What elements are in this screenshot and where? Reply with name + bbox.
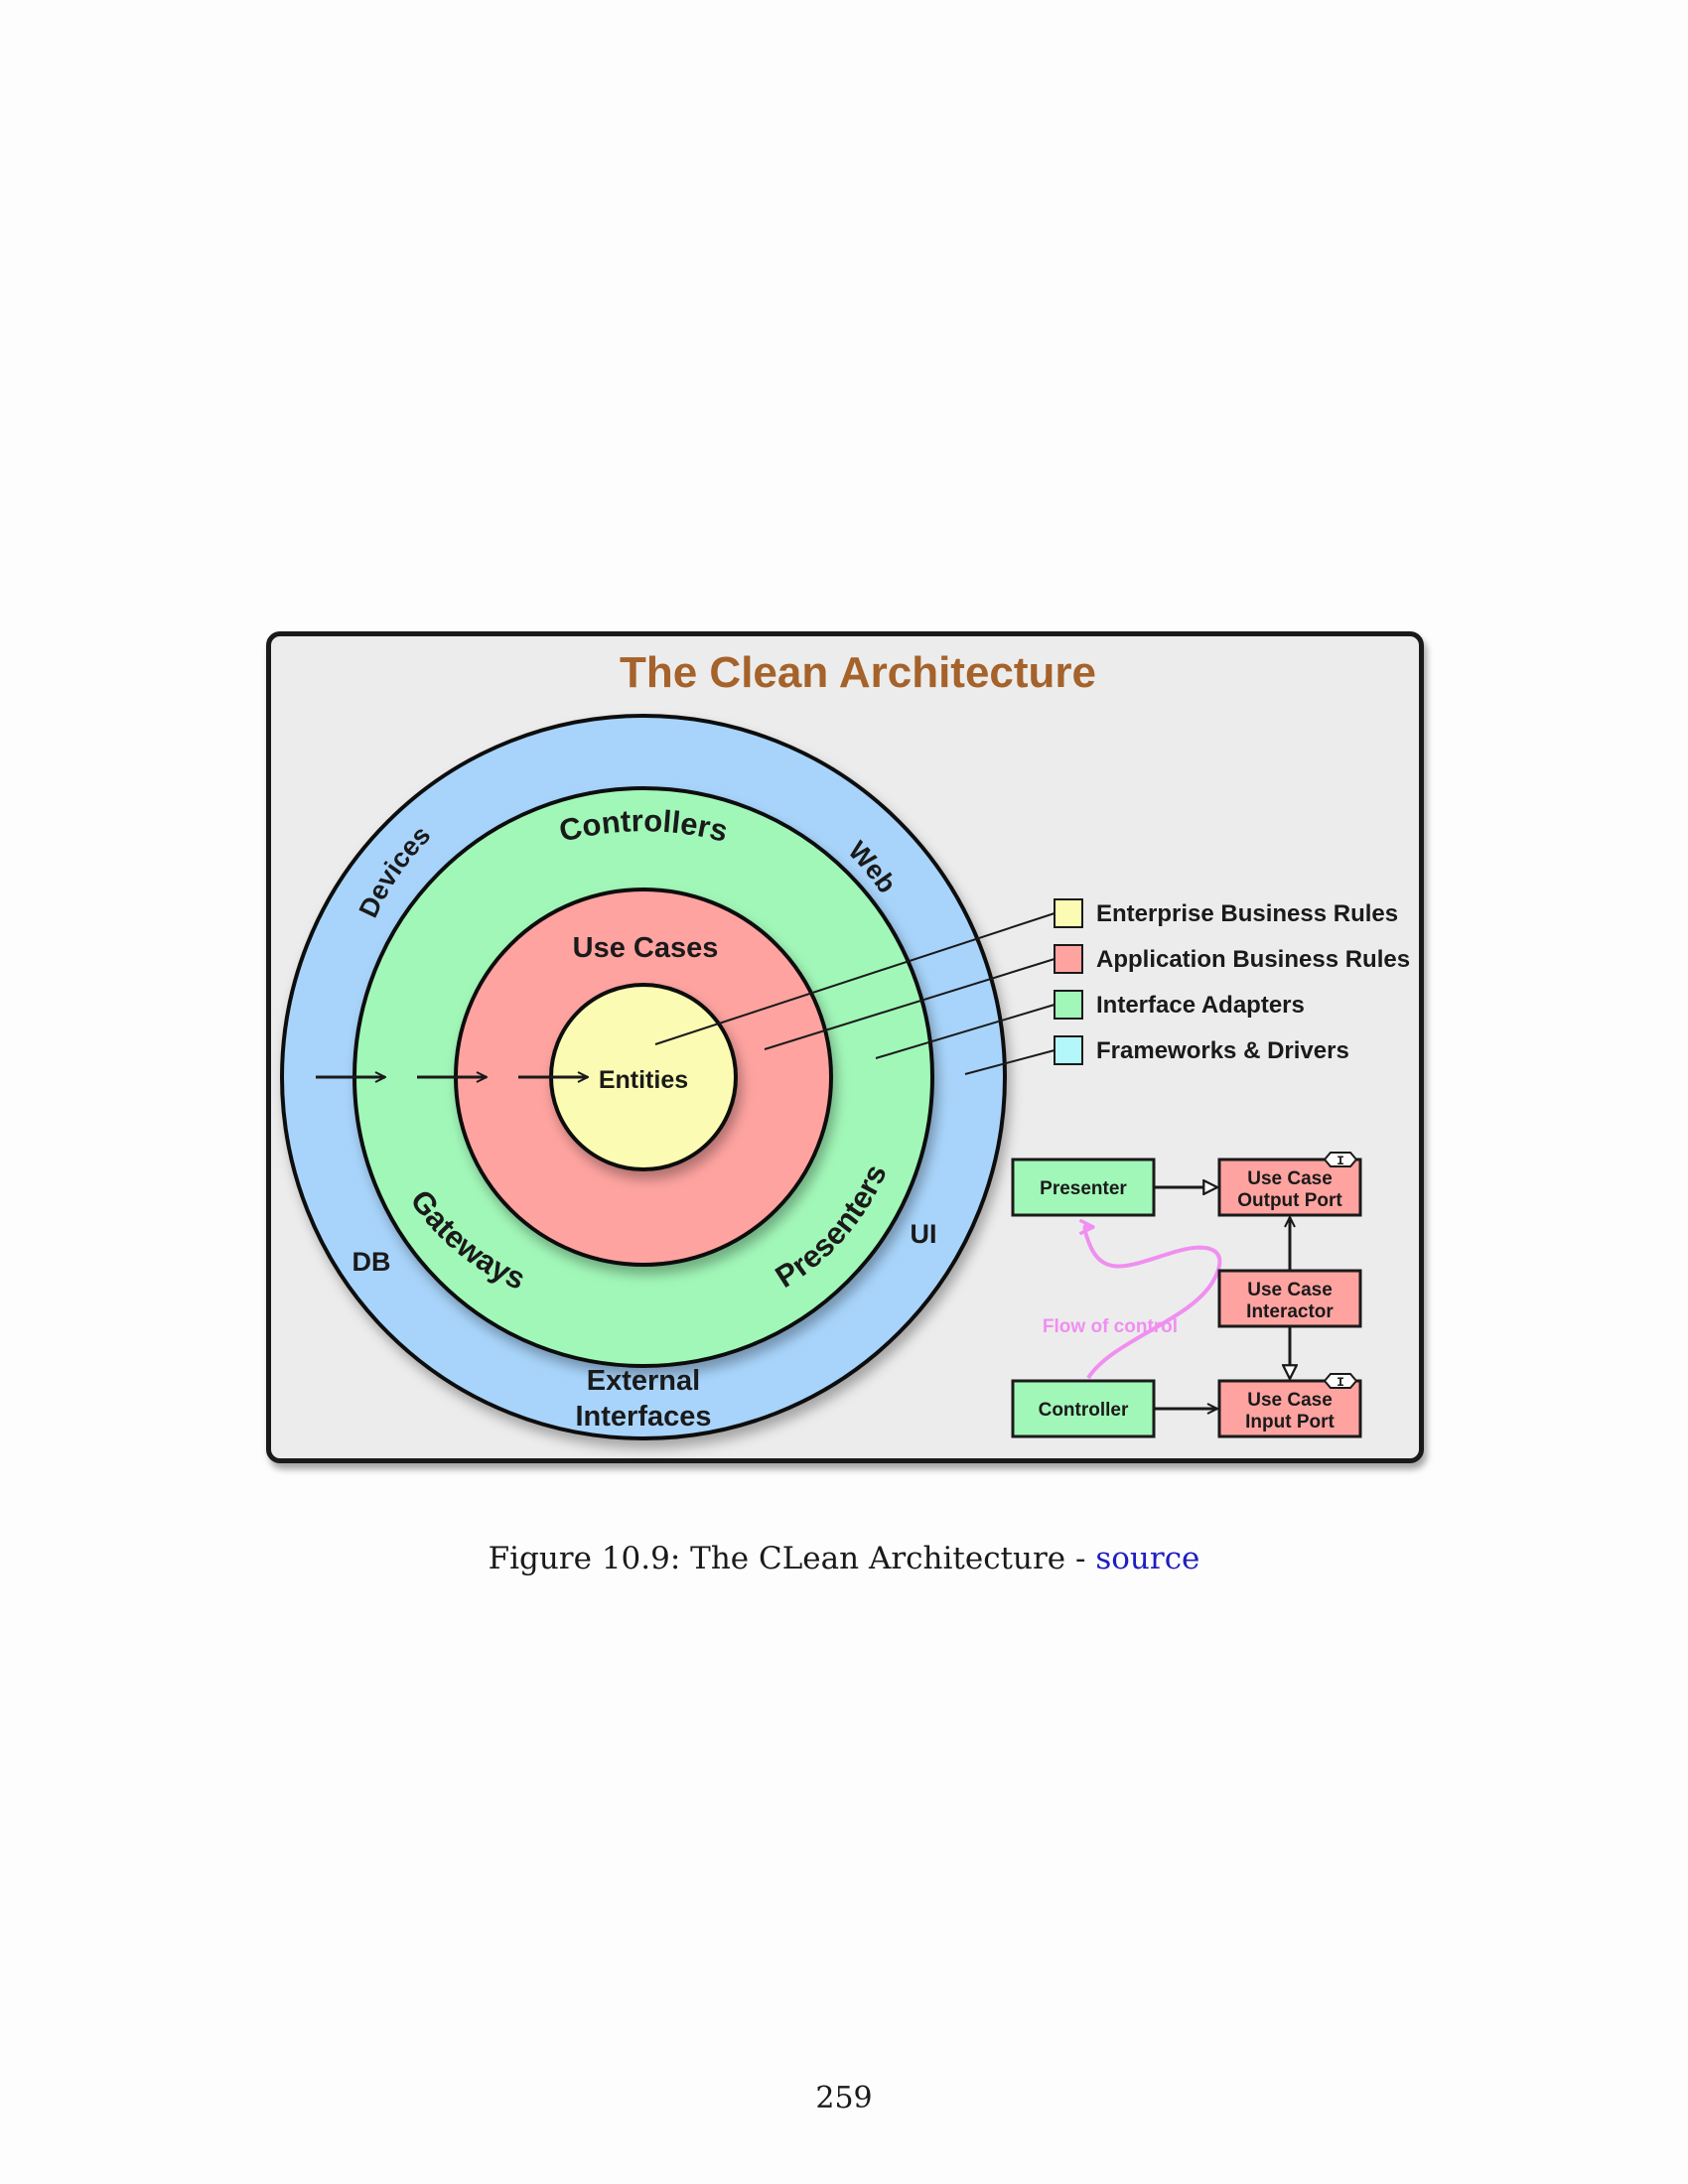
page-number: 259 <box>815 2081 873 2116</box>
output-port-box <box>1217 1158 1362 1217</box>
core-label: Entities <box>599 1066 688 1094</box>
output-port-label-line2: Output Port <box>1237 1190 1342 1211</box>
caption-text: Figure 10.9: The CLean Architecture - <box>488 1541 1096 1576</box>
ui-label: UI <box>911 1219 937 1249</box>
legend-leader-line <box>654 912 1055 1045</box>
presenter-box <box>1011 1158 1156 1217</box>
legend-leader-line <box>964 1049 1055 1075</box>
legend-label-frameworks: Frameworks & Drivers <box>1096 1037 1349 1064</box>
interfaces-label: Interfaces <box>575 1401 711 1433</box>
legend-label-enterprise: Enterprise Business Rules <box>1096 900 1398 927</box>
legend-label-interface: Interface Adapters <box>1096 992 1305 1019</box>
flow-of-control-curve <box>1085 1226 1222 1380</box>
interactor-label-line1: Use Case <box>1247 1280 1333 1300</box>
interface-marker-input-text: I <box>1336 1375 1344 1390</box>
legend-swatch-frameworks <box>1054 1035 1083 1065</box>
legend-leader-line <box>875 1004 1055 1059</box>
controller-box <box>1011 1379 1156 1438</box>
flow-of-control-diagram: Flow of control Presenter Controller Use… <box>1011 1152 1362 1438</box>
figure-title: The Clean Architecture <box>620 648 1096 697</box>
legend: Enterprise Business Rules Application Bu… <box>1054 898 1410 1065</box>
input-port-label-line1: Use Case <box>1247 1390 1333 1411</box>
input-port-label-line2: Input Port <box>1245 1412 1335 1433</box>
controller-label: Controller <box>1039 1400 1129 1421</box>
legend-swatch-interface <box>1054 990 1083 1020</box>
db-label: DB <box>352 1247 391 1277</box>
interactor-label-line2: Interactor <box>1246 1301 1334 1322</box>
flow-of-control-label: Flow of control <box>1043 1316 1178 1337</box>
legend-swatch-application <box>1054 944 1083 974</box>
legend-swatch-enterprise <box>1054 898 1083 928</box>
interface-marker-input: I <box>1323 1373 1358 1390</box>
output-port-label-line1: Use Case <box>1247 1168 1333 1189</box>
external-label: External <box>587 1365 700 1397</box>
legend-leader-line <box>764 958 1055 1050</box>
legend-label-application: Application Business Rules <box>1096 946 1410 973</box>
presenter-label: Presenter <box>1040 1178 1127 1199</box>
caption-source-link[interactable]: source <box>1095 1541 1200 1576</box>
interface-marker-output: I <box>1323 1152 1358 1168</box>
interface-marker-output-text: I <box>1336 1154 1344 1168</box>
input-port-box <box>1217 1379 1362 1438</box>
use-cases-label: Use Cases <box>573 932 719 964</box>
figure-caption: Figure 10.9: The CLean Architecture - so… <box>0 1541 1688 1576</box>
